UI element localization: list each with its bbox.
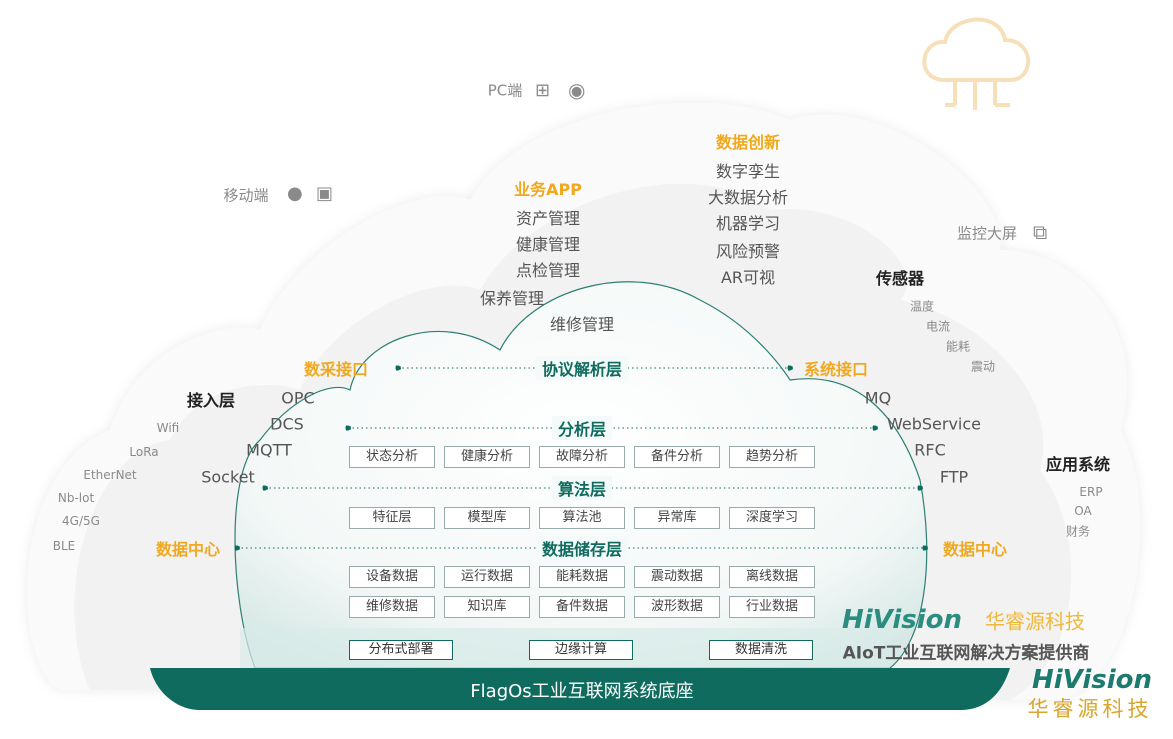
sensor-item: 电流 <box>925 319 951 334</box>
innovation-item: AR可视 <box>720 268 776 287</box>
storage-box: 运行数据 <box>444 566 530 588</box>
sensor-item: 震动 <box>970 359 996 374</box>
app-item: 保养管理 <box>479 289 545 308</box>
storage-box: 能耗数据 <box>539 566 625 588</box>
collect-item: OPC <box>281 388 315 408</box>
sensor-item: 温度 <box>909 299 935 314</box>
storage-box: 设备数据 <box>349 566 435 588</box>
algorithm-box: 模型库 <box>444 507 530 529</box>
app-item: 健康管理 <box>515 235 581 254</box>
app-system-title: 应用系统 <box>1045 455 1111 474</box>
pc-label: PC端 <box>487 81 523 100</box>
brand-logo: HiVision <box>841 605 963 635</box>
access-item: BLE <box>52 539 76 553</box>
collect-item: DCS <box>270 414 304 434</box>
algorithm-box: 算法池 <box>539 507 625 529</box>
storage-box: 震动数据 <box>634 566 720 588</box>
data-center-right: 数据中心 <box>942 540 1008 559</box>
windows-icon: ⊞ <box>535 80 551 101</box>
app-item: 维修管理 <box>549 315 615 334</box>
base-band <box>150 668 1010 710</box>
app-system-item: ERP <box>1079 485 1103 499</box>
bottom-box: 分布式部署 <box>349 640 453 660</box>
storage-box: 行业数据 <box>729 596 815 618</box>
base-title: FlagOs工业互联网系统底座 <box>470 681 694 702</box>
iot-cloud-icon <box>922 17 1031 110</box>
analysis-box: 备件分析 <box>634 446 720 468</box>
app-system-item: OA <box>1074 504 1092 518</box>
storage-layer-title: 数据储存层 <box>535 536 629 560</box>
algorithm-box: 异常库 <box>634 507 720 529</box>
screen-label: 监控大屏 <box>956 224 1018 243</box>
sensor-title: 传感器 <box>875 269 925 288</box>
analysis-layer-title: 分析层 <box>551 416 613 440</box>
data-innovation-title: 数据创新 <box>715 133 781 152</box>
storage-box: 知识库 <box>444 596 530 618</box>
system-item: RFC <box>914 440 946 460</box>
android-icon: ▣ <box>316 183 334 204</box>
protocol-layer-title: 协议解析层 <box>535 356 629 380</box>
system-interface-title: 系统接口 <box>803 360 869 379</box>
innovation-item: 机器学习 <box>715 214 781 233</box>
algorithm-layer-title: 算法层 <box>551 476 613 500</box>
business-app-title: 业务APP <box>514 180 582 199</box>
apple-icon: ● <box>287 183 303 204</box>
brand-slogan: AIoT工业互联网解决方案提供商 <box>842 643 1090 664</box>
access-item: Nb-lot <box>57 491 95 505</box>
storage-box: 维修数据 <box>349 596 435 618</box>
data-center-left: 数据中心 <box>155 540 221 559</box>
collect-interface-title: 数采接口 <box>303 360 369 379</box>
storage-box: 备件数据 <box>539 596 625 618</box>
innovation-item: 数字孪生 <box>715 162 781 181</box>
storage-box: 离线数据 <box>729 566 815 588</box>
sensor-item: 能耗 <box>945 339 971 354</box>
brand-logo-secondary: HiVision <box>1031 665 1153 695</box>
algorithm-box: 深度学习 <box>729 507 815 529</box>
access-item: EtherNet <box>83 468 137 482</box>
analysis-box: 故障分析 <box>539 446 625 468</box>
mobile-label: 移动端 <box>223 186 269 205</box>
analysis-box: 状态分析 <box>349 446 435 468</box>
brand-cn: 华睿源科技 <box>985 609 1085 634</box>
system-item: MQ <box>864 388 892 408</box>
bottom-box: 数据清洗 <box>709 640 813 660</box>
access-item: Wifi <box>156 421 180 435</box>
storage-box: 波形数据 <box>634 596 720 618</box>
access-item: LoRa <box>129 445 159 459</box>
app-item: 资产管理 <box>515 209 581 228</box>
collect-item: Socket <box>201 467 255 487</box>
bottom-box: 边缘计算 <box>529 640 633 660</box>
app-item: 点检管理 <box>515 261 581 280</box>
access-layer-title: 接入层 <box>186 391 236 410</box>
access-item: 4G/5G <box>62 514 100 528</box>
system-item: FTP <box>939 467 969 487</box>
innovation-item: 风险预警 <box>715 242 781 261</box>
algorithm-box: 特征层 <box>349 507 435 529</box>
user-icon: ◉ <box>568 78 586 102</box>
collect-item: MQTT <box>246 440 292 460</box>
monitor-icon: ⧉ <box>1033 220 1048 244</box>
system-item: WebService <box>886 414 982 434</box>
innovation-item: 大数据分析 <box>707 188 789 207</box>
analysis-box: 健康分析 <box>444 446 530 468</box>
app-system-item: 财务 <box>1065 524 1091 539</box>
brand-cn-secondary: 华睿源科技 <box>1027 697 1153 721</box>
analysis-box: 趋势分析 <box>729 446 815 468</box>
